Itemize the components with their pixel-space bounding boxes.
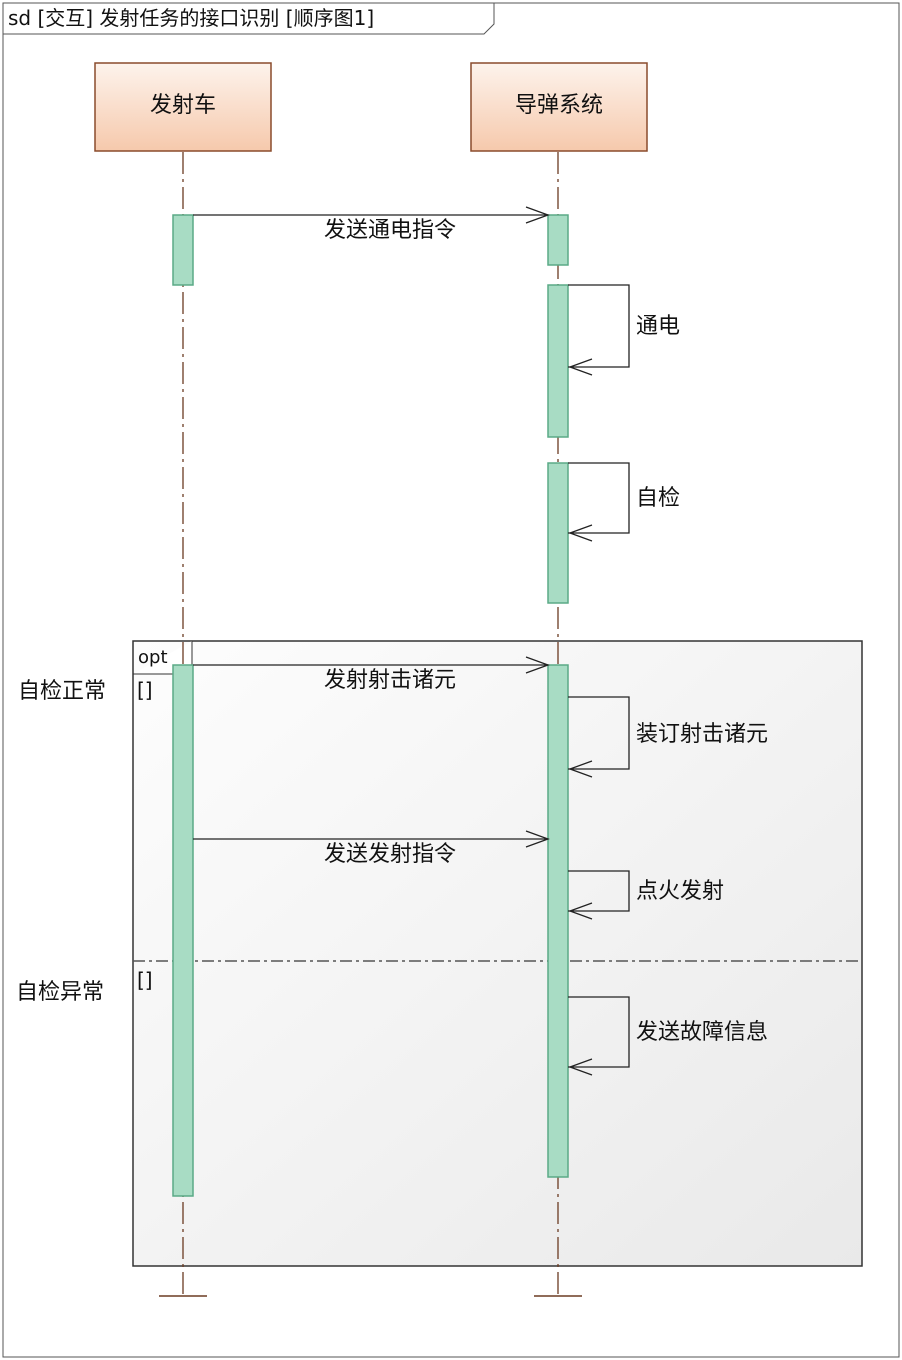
message-label: 发送故障信息 [636, 1020, 768, 1045]
activation-bar [547, 284, 569, 438]
activation-bar [172, 664, 194, 1197]
activation-bar [547, 664, 569, 1178]
activation-bar [172, 214, 194, 286]
message-send-firing-data[interactable] [193, 656, 550, 674]
message-label: 发送通电指令 [324, 218, 456, 243]
operand-condition-normal: 自检正常 [18, 679, 106, 704]
message-label: 点火发射 [636, 879, 724, 904]
self-message-ignite-launch[interactable] [568, 870, 630, 920]
lifeline-header-missile[interactable] [470, 62, 648, 152]
message-label: 发射射击诸元 [324, 668, 456, 693]
frame-title: sd [交互] 发射任务的接口识别 [顺序图1] [8, 6, 374, 30]
opt-fragment [132, 640, 863, 1267]
message-label: 发送发射指令 [324, 842, 456, 867]
frame-title-tab [3, 3, 495, 35]
operand-condition-abnormal: 自检异常 [16, 980, 104, 1005]
activation-bar [547, 462, 569, 604]
self-message-self-check[interactable] [568, 462, 630, 542]
operand-guard-normal: [] [137, 678, 153, 702]
activation-bar [547, 214, 569, 266]
self-message-power-on[interactable] [568, 284, 630, 376]
message-label: 装订射击诸元 [636, 722, 768, 747]
lifeline-label-launcher: 发射车 [150, 93, 216, 118]
self-message-bind-firing-data[interactable] [568, 696, 630, 778]
self-message-send-fault-info[interactable] [568, 996, 630, 1076]
message-label: 通电 [636, 314, 680, 339]
opt-operator-label: opt [138, 647, 168, 668]
message-send-launch-command[interactable] [193, 830, 550, 848]
lifeline-header-launcher[interactable] [94, 62, 272, 152]
message-label: 自检 [636, 486, 680, 511]
operand-guard-abnormal: [] [137, 968, 153, 992]
lifeline-label-missile: 导弹系统 [515, 93, 603, 118]
message-send-power-on-command[interactable] [193, 206, 550, 224]
